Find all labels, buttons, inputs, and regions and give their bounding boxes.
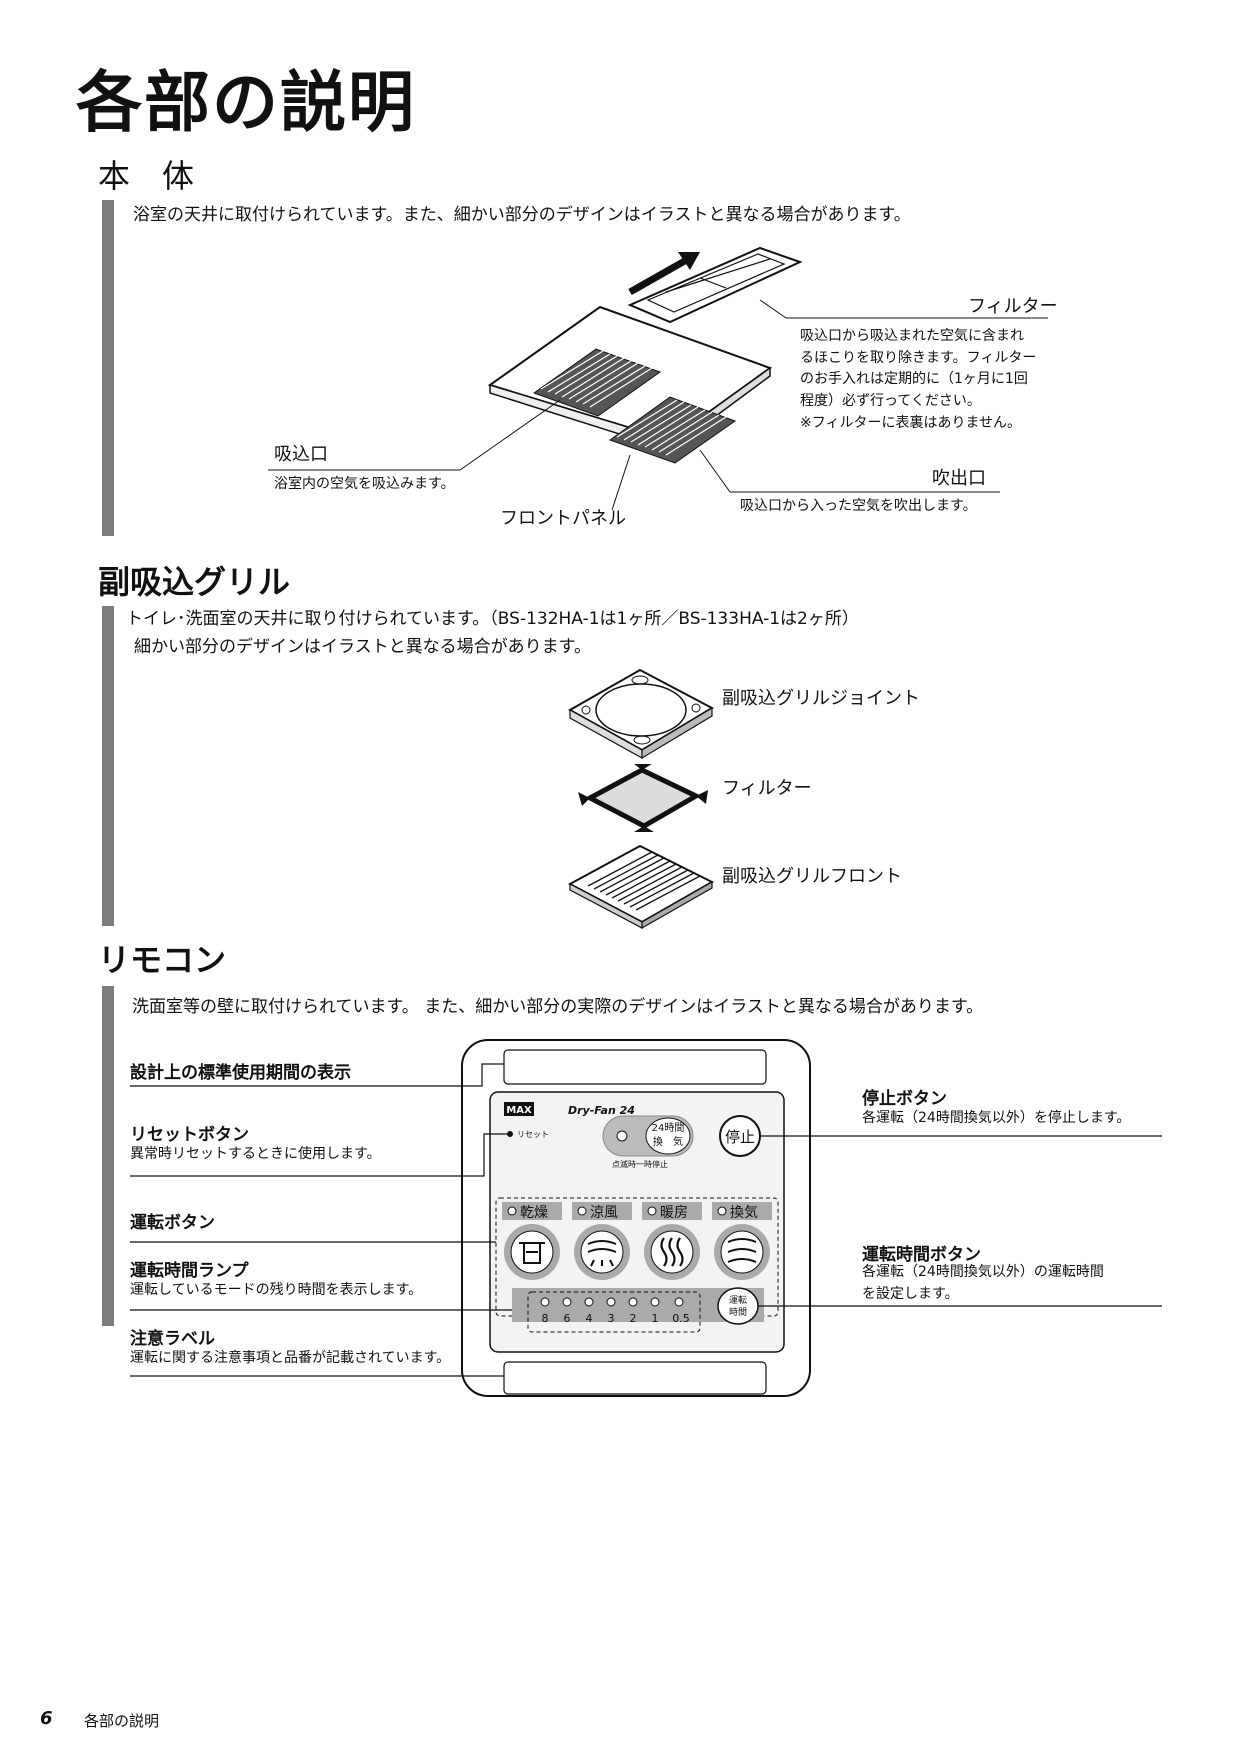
stop-button-label: 停止ボタン [862,1089,947,1109]
main-unit-description: 浴室の天井に取付けられています。また、細かい部分のデザインはイラストと異なる場合… [133,205,911,225]
sub-grille-description-2: 細かい部分のデザインはイラストと異なる場合があります。 [134,637,591,657]
run-button-label: 運転ボタン [130,1213,215,1233]
mode-buttons [504,1224,770,1280]
brand-logo: MAX [506,1105,532,1116]
remote-illustration: MAX Dry-Fan 24 リセット 24時間 換 気 点滅時一時停止 停止 … [130,1039,1162,1397]
svg-text:24時間: 24時間 [652,1122,685,1134]
svg-text:8: 8 [542,1312,549,1325]
svg-text:6: 6 [564,1312,571,1325]
svg-text:停止: 停止 [725,1128,755,1146]
dry-button[interactable] [504,1224,560,1280]
reset-button-description: 異常時リセットするときに使用します。 [130,1146,381,1162]
svg-text:換 気: 換 気 [653,1135,683,1148]
cool-button[interactable] [574,1224,630,1280]
arrow-icon [628,252,700,296]
caution-label-window [503,1361,767,1395]
filter-plate [627,246,803,324]
outlet-grille [608,396,737,464]
intake-description: 浴室内の空気を吸込みます。 [274,476,455,492]
vent24-indicator: 24時間 換 気 点滅時一時停止 [602,1115,694,1169]
model-name: Dry-Fan 24 [568,1104,635,1117]
filter-description: 吸込口から吸込まれた空気に含まれ るほこりを取り除きます。フィルター のお手入れ… [800,328,1037,431]
outlet-label: 吹出口 [932,468,986,489]
section-bar [102,606,114,926]
reset-button-label: リセットボタン [130,1125,249,1145]
blink-note: 点滅時一時停止 [612,1159,668,1169]
shirt-icon [519,1242,545,1264]
time-lamp-label: 運転時間ランプ [130,1261,249,1281]
page-title: 各部の説明 [76,64,416,141]
sub-grille-heading: 副吸込グリル [98,563,291,601]
svg-text:0.5: 0.5 [672,1312,690,1325]
main-unit-illustration [268,246,1048,511]
remote-description: 洗面室等の壁に取付けられています。 また、細かい部分の実際のデザインはイラストと… [132,997,984,1017]
grille-filter [578,764,708,832]
vent-button[interactable] [714,1224,770,1280]
stop-button-description: 各運転（24時間換気以外）を停止します。 [862,1110,1131,1126]
run-time-button[interactable]: 運転 時間 [717,1287,759,1325]
heat-button[interactable] [644,1224,700,1280]
reset-small-label: リセット [517,1130,549,1139]
caution-label-title: 注意ラベル [130,1329,215,1349]
svg-text:3: 3 [608,1312,615,1325]
filter-label: フィルター [968,296,1058,317]
mode-dry-label: 乾燥 [520,1205,548,1221]
stop-button[interactable]: 停止 [719,1115,761,1157]
time-lamp-description: 運転しているモードの残り時間を表示します。 [130,1282,423,1298]
svg-text:2: 2 [630,1312,637,1325]
grille-front-label: 副吸込グリルフロント [722,866,902,887]
intake-label: 吸込口 [274,444,328,465]
grille-front [567,844,715,930]
vent-waves-icon [727,1238,757,1263]
main-unit-heading: 本 体 [98,157,195,195]
mode-cool-label: 涼風 [590,1205,618,1221]
front-panel-label: フロントパネル [500,508,626,529]
section-bar [102,200,114,536]
sub-grille-illustration [567,668,715,930]
mode-tabs: 乾燥 涼風 暖房 換気 [502,1202,772,1221]
period-display-window [503,1049,767,1085]
section-bar [102,986,114,1326]
page-number: 6 [40,1708,53,1729]
grille-joint [567,668,715,760]
footer-label: 各部の説明 [84,1712,160,1730]
svg-text:1: 1 [652,1312,659,1325]
grille-joint-label: 副吸込グリルジョイント [722,688,920,709]
heat-waves-icon [660,1237,684,1267]
svg-text:運転: 運転 [729,1295,747,1306]
mode-heat-label: 暖房 [660,1205,688,1221]
intake-grille [532,348,662,417]
svg-text:4: 4 [586,1312,593,1325]
time-button-label: 運転時間ボタン [862,1245,981,1265]
time-button-description-1: 各運転（24時間換気以外）の運転時間 [862,1264,1104,1280]
remote-heading: リモコン [98,941,227,979]
reset-button[interactable] [507,1131,513,1137]
mode-vent-label: 換気 [730,1205,758,1221]
outlet-description: 吸込口から入った空気を吹出します。 [740,498,977,514]
time-button-description-2: を設定します。 [862,1286,959,1302]
sub-grille-description-1: トイレ･洗面室の天井に取り付けられています。（BS-132HA-1は1ヶ所／BS… [126,609,859,629]
time-lamps: 8 6 4 3 2 1 0.5 [540,1297,690,1325]
svg-text:時間: 時間 [729,1307,747,1318]
wind-person-icon [587,1240,617,1267]
caution-label-description: 運転に関する注意事項と品番が記載されています。 [130,1350,451,1366]
period-display-label: 設計上の標準使用期間の表示 [130,1063,351,1083]
grille-filter-label: フィルター [722,778,812,799]
